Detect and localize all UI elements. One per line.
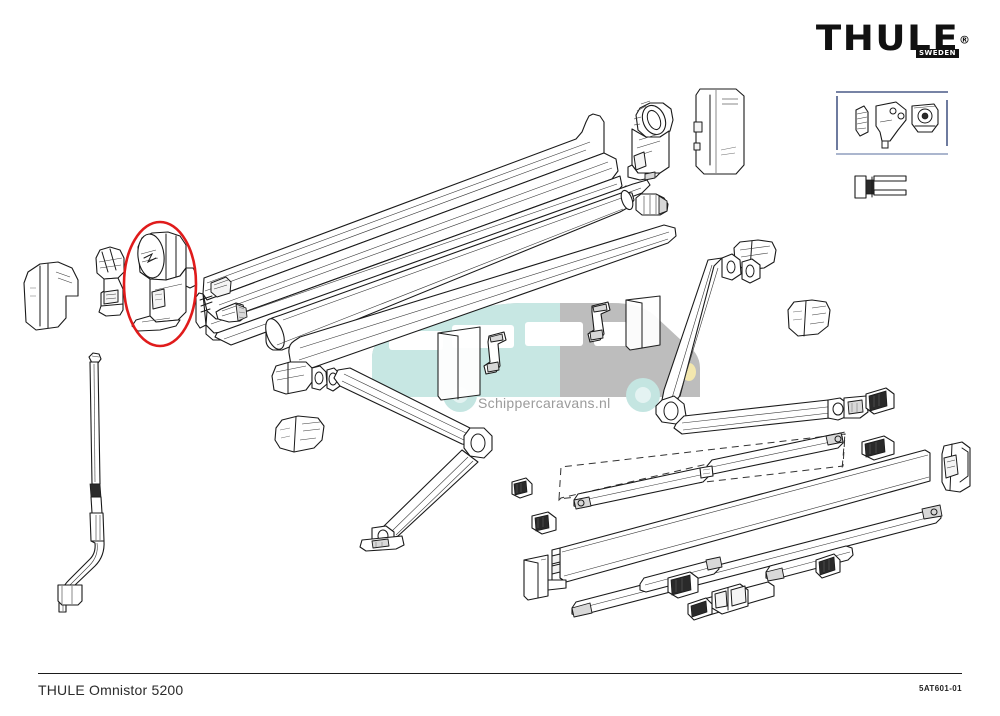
part-fabric-deflector-panels (437, 295, 661, 401)
part-bottom-rail-group (571, 504, 943, 621)
part-misc-small-right (865, 387, 895, 415)
part-coupling-pin (635, 193, 669, 216)
document-part-code: 5AT601-01 (918, 684, 962, 693)
part-lower-front-rail (545, 449, 931, 591)
part-arm-shoulder-cover-right (787, 299, 831, 337)
thule-logo: THULE® SWEDEN (816, 22, 970, 58)
part-left-end-cap-cover (23, 261, 79, 331)
part-right-end-cap (693, 88, 745, 175)
part-slider-blocks-and-clips (511, 435, 971, 535)
part-lower-left-cover-panel (523, 554, 549, 601)
detail-callout-box-frame (836, 91, 948, 155)
brand-tagline: SWEDEN (916, 49, 959, 58)
part-right-support-arm-assembly (655, 239, 869, 435)
document-title: THULE Omnistor 5200 (38, 682, 184, 698)
part-highlighted-gearbox-assembly (131, 231, 197, 332)
part-crank-handle (57, 352, 105, 613)
part-arm-shoulder-cover-left (274, 415, 325, 453)
rail-kit-dashed-group (558, 431, 846, 502)
part-left-gear-drive-bracket (95, 246, 125, 317)
detail-callout-contents (855, 101, 939, 149)
part-roller-tube (265, 189, 635, 351)
selected-part-highlight-ellipse (122, 220, 198, 348)
part-drive-shaft-coupler (215, 302, 248, 323)
registered-mark: ® (959, 33, 970, 47)
footer-divider (38, 673, 962, 674)
part-wall-bracket-small (854, 175, 907, 199)
part-motor-gear-unit (627, 100, 674, 181)
part-tension-rods (573, 432, 844, 510)
part-lead-rail-profile (288, 224, 677, 371)
part-left-support-arm-assembly (271, 361, 493, 552)
